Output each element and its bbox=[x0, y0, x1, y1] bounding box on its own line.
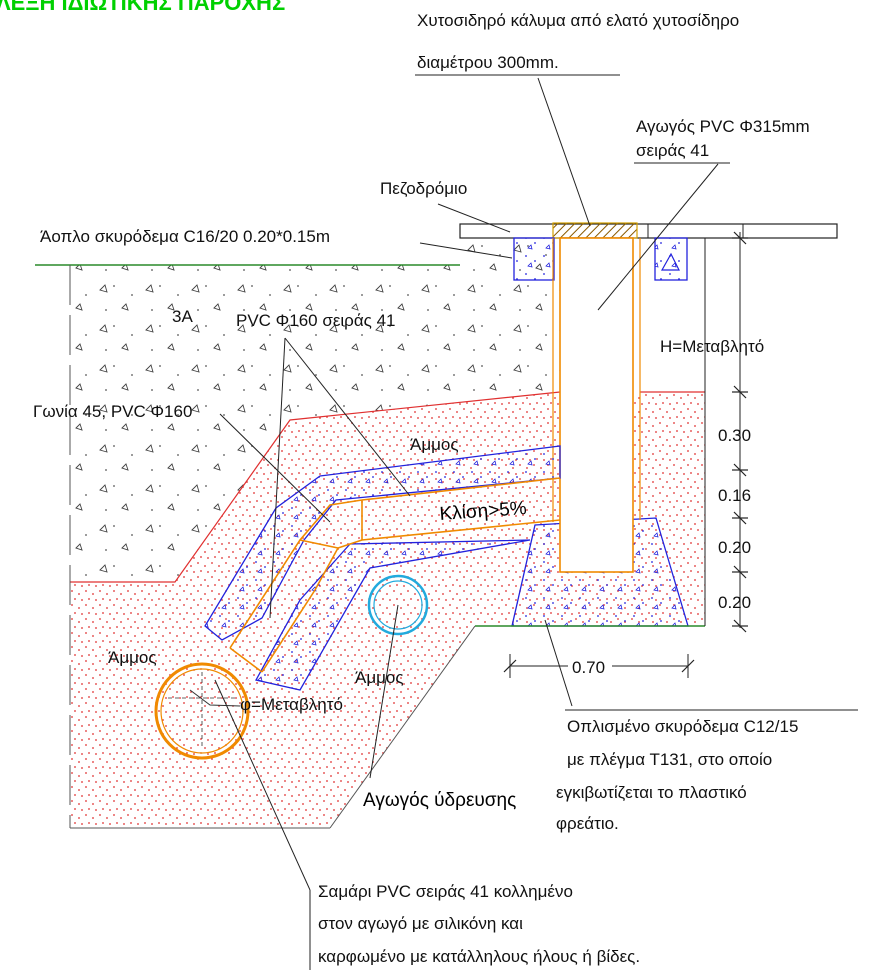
pvc315-label-line2: σειράς 41 bbox=[636, 141, 709, 160]
saddle-label-line2: στον αγωγό με σιλικόνη και bbox=[318, 914, 523, 933]
pvc315-label-line1: Αγωγός PVC Φ315mm bbox=[636, 117, 810, 136]
sand-label-mid: Άμμος bbox=[355, 668, 404, 687]
dim-070: 0.70 bbox=[572, 658, 605, 677]
water-main-label: Αγωγός ύδρευσης bbox=[363, 790, 516, 811]
dim-020-a: 0.20 bbox=[718, 538, 751, 557]
main-sewer-pipe bbox=[154, 662, 250, 760]
sand-label-left: Άμμος bbox=[108, 648, 157, 667]
pvc-315-riser bbox=[559, 237, 634, 573]
reinforced-label-line1: Οπλισμένο σκυρόδεμα C12/15 bbox=[567, 717, 798, 736]
saddle-label-line3: καρφωμένο με κατάλληλους ήλους ή βίδες. bbox=[318, 947, 640, 966]
saddle-label-line1: Σαμάρι PVC σειράς 41 κολλημένο bbox=[318, 882, 573, 901]
dim-020-b: 0.20 bbox=[718, 593, 751, 612]
sand-fill-area bbox=[70, 392, 705, 828]
branch-concrete-encasement-bottom bbox=[255, 539, 531, 691]
sand-boundary-line bbox=[70, 391, 705, 583]
reinforced-label-line3: εγκιβωτίζεται το πλαστικό bbox=[556, 783, 747, 802]
dim-016: 0.16 bbox=[718, 486, 751, 505]
cast-iron-cover bbox=[552, 222, 638, 239]
water-main-pipe bbox=[367, 574, 429, 636]
elbow-label: Γωνία 45, PVC Φ160 bbox=[33, 402, 192, 421]
pvc160-label: PVC Φ160 σειράς 41 bbox=[236, 311, 396, 330]
reinforced-label-line4: φρεάτιο. bbox=[556, 814, 619, 833]
dim-030: 0.30 bbox=[718, 426, 751, 445]
height-label: Η=Μεταβλητό bbox=[660, 337, 764, 356]
sidewalk-label: Πεζοδρόμιο bbox=[380, 179, 467, 198]
drawing-title: ΛΕΞΗ ΙΔΙΩΤΙΚΗΣ ΠΑΡΟΧΗΣ bbox=[0, 0, 285, 15]
diameter-label: φ=Μεταβλητό bbox=[240, 695, 343, 714]
fill-3a-label: 3Α bbox=[172, 307, 193, 326]
pvc-160-elbow-45 bbox=[229, 499, 363, 673]
plain-concrete-block-left bbox=[513, 237, 555, 281]
plain-concrete-label: Άοπλο σκυρόδεμα C16/20 0.20*0.15m bbox=[40, 227, 330, 246]
sand-label-top: Άμμος bbox=[410, 435, 459, 454]
trench-slope-line bbox=[329, 625, 476, 829]
cover-label-line1: Χυτοσιδηρό κάλυμα από ελατό χυτοσίδηρο bbox=[417, 11, 739, 30]
pvc-160-branch-straight bbox=[361, 477, 561, 541]
branch-concrete-encasement-top bbox=[204, 445, 561, 641]
reinforced-label-line2: με πλέγμα Τ131, στο οποίο bbox=[567, 750, 772, 769]
gravel-fill-area bbox=[70, 238, 560, 582]
leader-lines bbox=[214, 77, 719, 970]
plain-concrete-block-right bbox=[654, 237, 688, 281]
cover-label-line2: διαμέτρου 300mm. bbox=[417, 53, 559, 72]
